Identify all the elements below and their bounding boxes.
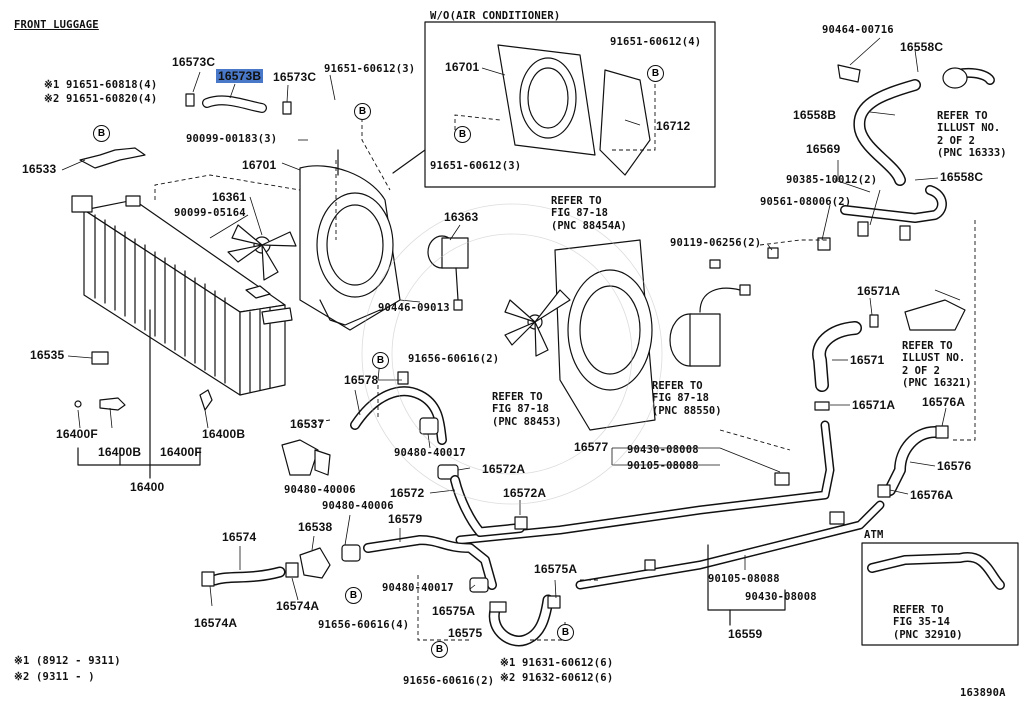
part-note[interactable]: ※1 91631-60612(6)	[500, 657, 614, 669]
part-label[interactable]: 16571A	[857, 284, 901, 298]
fan-blade-drawing	[227, 224, 297, 281]
part-label[interactable]: 16559	[728, 627, 763, 641]
part-label[interactable]: 16578	[344, 373, 379, 387]
part-label[interactable]: 16361	[212, 190, 247, 204]
inset-shroud-drawing	[497, 44, 651, 176]
part-label[interactable]: 16573C	[172, 55, 216, 69]
part-label[interactable]: 90464-00716	[822, 24, 894, 36]
fan-motor-drawing	[427, 235, 469, 311]
section-title: FRONT LUGGAGE	[14, 19, 99, 31]
figure-id: 163890A	[960, 687, 1006, 699]
bolt-marker-icon: B	[354, 103, 371, 120]
footnote-2: ※2 (9311 - )	[14, 671, 95, 683]
part-label[interactable]: 90480-40017	[394, 447, 466, 459]
part-label[interactable]: 16558B	[793, 108, 837, 122]
part-label[interactable]: 16400	[130, 480, 165, 494]
part-label[interactable]: 16400F	[56, 427, 98, 441]
part-label[interactable]: 16579	[388, 512, 423, 526]
part-label[interactable]: 16574A	[194, 616, 238, 630]
part-label[interactable]: 16558C	[940, 170, 984, 184]
bolt-marker-icon: B	[345, 587, 362, 604]
ref-note[interactable]: REFER TO FIG 35-14 (PNC 32910)	[893, 604, 963, 641]
part-label[interactable]: 16574A	[276, 599, 320, 613]
part-label[interactable]: 16573C	[273, 70, 317, 84]
inset-box-atm	[861, 542, 1019, 646]
footnote-1: ※1 (8912 - 9311)	[14, 655, 121, 667]
part-label[interactable]: 91651-60612(4)	[610, 36, 702, 48]
part-label[interactable]: 16576A	[922, 395, 966, 409]
part-label[interactable]: 16577	[574, 440, 609, 454]
inset-box-no-ac	[424, 21, 716, 188]
part-label[interactable]: 90561-08006(2)	[760, 196, 852, 208]
ref-note[interactable]: REFER TO FIG 87-18 (PNC 88454A)	[551, 195, 627, 232]
part-note[interactable]: ※1 91651-60818(4)	[44, 79, 158, 91]
part-label[interactable]: 16572A	[482, 462, 526, 476]
part-label[interactable]: 91656-60616(2)	[408, 353, 500, 365]
part-label[interactable]: 90105-08088	[627, 460, 699, 472]
part-label[interactable]: 90105-08088	[708, 573, 780, 585]
ref-note[interactable]: REFER TO FIG 87-18 (PNC 88550)	[652, 380, 722, 417]
bolt-marker-icon: B	[647, 65, 664, 82]
part-label[interactable]: 16575A	[534, 562, 578, 576]
part-label[interactable]: 90099-00183(3)	[186, 133, 278, 145]
part-label[interactable]: 16712	[656, 119, 691, 133]
part-label[interactable]: 16400F	[160, 445, 202, 459]
part-label[interactable]: 91656-60616(2)	[403, 675, 495, 687]
radiator-drawing	[71, 195, 293, 396]
bolt-marker-icon: B	[372, 352, 389, 369]
part-label[interactable]: 90480-40017	[382, 582, 454, 594]
part-label[interactable]: 91651-60612(3)	[430, 160, 522, 172]
part-label[interactable]: 16575	[448, 626, 483, 640]
part-label[interactable]: 90446-09013	[378, 302, 450, 314]
bolt-marker-icon: B	[454, 126, 471, 143]
ac-fan-drawing	[504, 239, 751, 431]
part-label[interactable]: 90430-08008	[627, 444, 699, 456]
part-label[interactable]: 16533	[22, 162, 57, 176]
bolt-marker-icon: B	[431, 641, 448, 658]
part-label[interactable]: 90119-06256(2)	[670, 237, 762, 249]
part-label[interactable]: 16575A	[432, 604, 476, 618]
part-label[interactable]: 16535	[30, 348, 65, 362]
inset-title: W/O(AIR CONDITIONER)	[430, 10, 561, 22]
part-label[interactable]: 16576	[937, 459, 972, 473]
part-label[interactable]: 90430-08008	[745, 591, 817, 603]
part-label[interactable]: 16538	[298, 520, 333, 534]
part-label[interactable]: 16571A	[852, 398, 896, 412]
part-label[interactable]: 16572A	[503, 486, 547, 500]
part-label[interactable]: 16576A	[910, 488, 954, 502]
ref-note[interactable]: REFER TO ILLUST NO. 2 OF 2 (PNC 16333)	[937, 110, 1007, 160]
part-label[interactable]: 16574	[222, 530, 257, 544]
ref-note[interactable]: REFER TO FIG 87-18 (PNC 88453)	[492, 391, 562, 428]
part-note[interactable]: ※2 91632-60612(6)	[500, 672, 614, 684]
part-label[interactable]: 90385-10012(2)	[786, 174, 878, 186]
part-label[interactable]: 90480-40006	[322, 500, 394, 512]
part-label[interactable]: 16701	[445, 60, 480, 74]
bolt-marker-icon: B	[93, 125, 110, 142]
part-label[interactable]: 91656-60616(4)	[318, 619, 410, 631]
ref-note[interactable]: REFER TO ILLUST NO. 2 OF 2 (PNC 16321)	[902, 340, 972, 390]
part-label[interactable]: 16400B	[202, 427, 246, 441]
part-label[interactable]: 16572	[390, 486, 425, 500]
part-label[interactable]: 90099-05164	[174, 207, 246, 219]
part-label[interactable]: 16400B	[98, 445, 142, 459]
part-note[interactable]: ※2 91651-60820(4)	[44, 93, 158, 105]
bolt-marker-icon: B	[557, 624, 574, 641]
atm-label: ATM	[864, 529, 884, 541]
part-label[interactable]: 90480-40006	[284, 484, 356, 496]
part-label-highlighted[interactable]: 16573B	[216, 69, 264, 83]
part-label[interactable]: 16537	[290, 417, 325, 431]
part-label[interactable]: 16571	[850, 353, 885, 367]
fan-shroud-drawing	[299, 149, 401, 331]
part-label[interactable]: 91651-60612(3)	[324, 63, 416, 75]
part-label[interactable]: 16569	[806, 142, 841, 156]
part-label[interactable]: 16363	[444, 210, 479, 224]
part-label[interactable]: 16558C	[900, 40, 944, 54]
part-label[interactable]: 16701	[242, 158, 277, 172]
